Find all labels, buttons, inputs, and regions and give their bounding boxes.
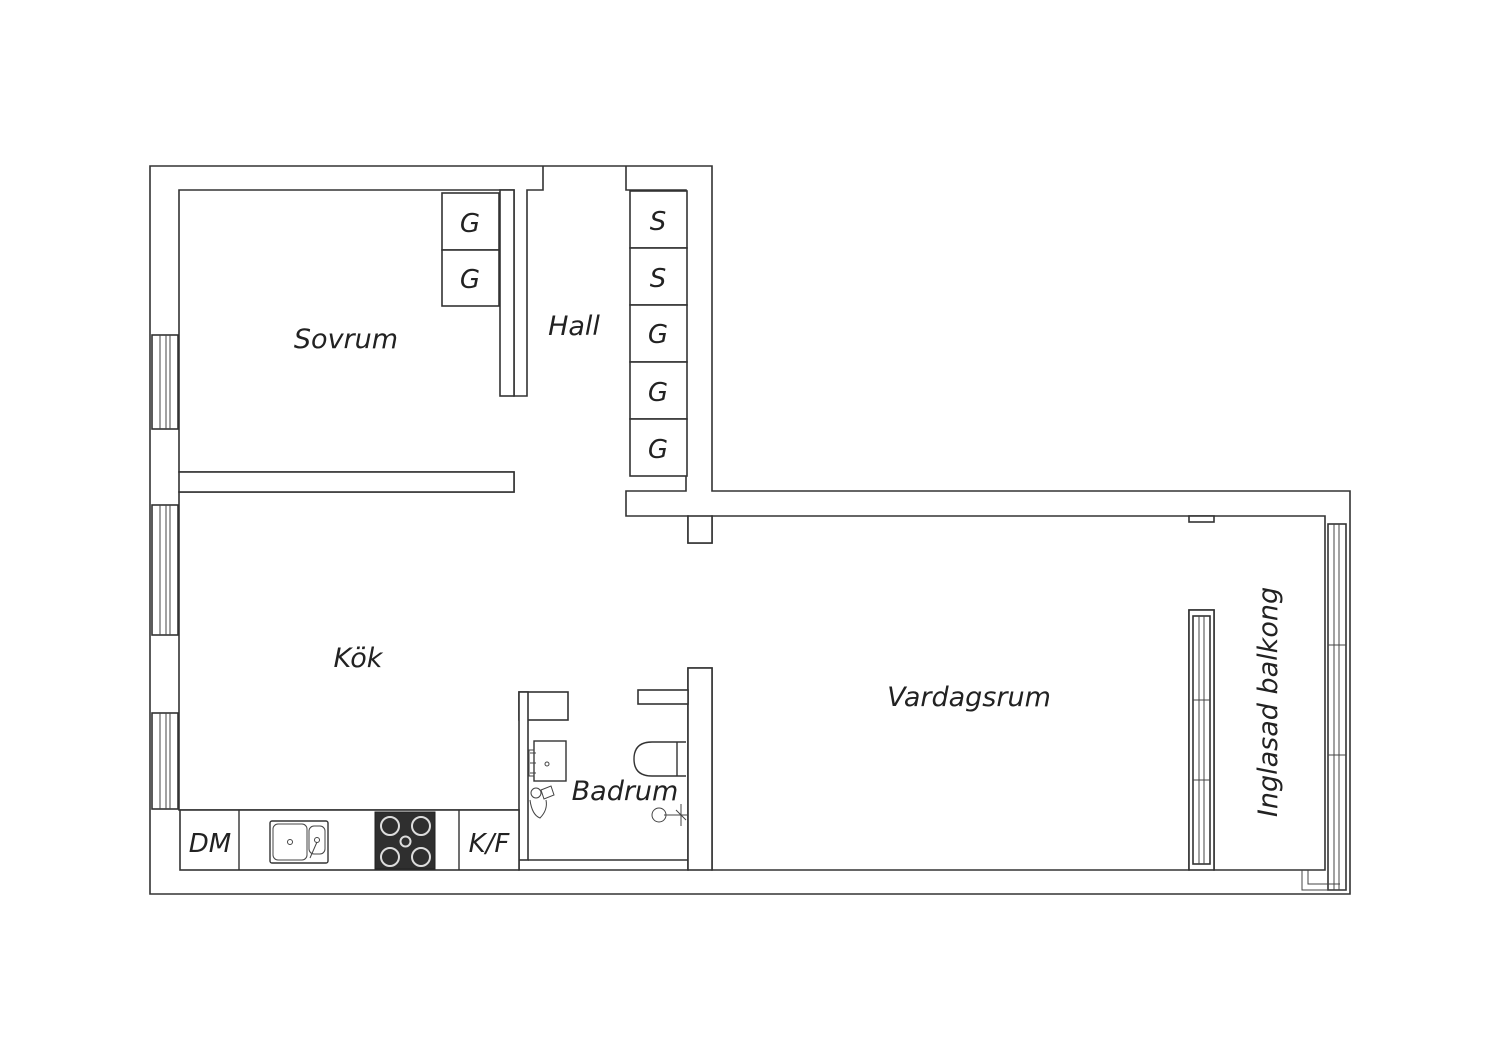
window-kok-upper [151,504,179,636]
closet-label: S [650,207,667,237]
window-sovrum [151,334,179,430]
closets-hall: S S G G G [629,190,688,477]
window-vardagsrum [1192,615,1211,865]
bathroom-fixtures [528,740,688,826]
room-label-balkong: Inglasad balkong [1253,587,1284,817]
stove-icon [374,811,436,870]
closet-label: G [460,265,480,295]
kitchen-counter: DM K/F [179,809,520,871]
closet-label: G [648,435,668,465]
washbasin-icon [528,740,567,782]
room-label-sovrum: Sovrum [294,324,398,355]
fridge-freezer-label: K/F [469,829,511,859]
window-kok-lower [151,712,179,810]
dishwasher-label: DM [189,829,231,859]
exterior-walls [149,165,1351,895]
laundry-fixture-icon [529,785,555,819]
toilet-icon [633,741,686,777]
closet-label: G [460,209,480,239]
sink-icon [269,820,329,864]
window-balkong [1301,523,1347,891]
shower-icon [651,804,688,826]
closet-label: G [648,378,668,408]
closet-label: S [650,264,667,294]
room-label-vardagsrum: Vardagsrum [887,682,1051,713]
windows [151,334,1347,891]
room-label-kok: Kök [334,643,384,674]
room-label-badrum: Badrum [572,776,679,807]
closet-label: G [648,320,668,350]
closets-sovrum: G G [441,192,500,307]
room-label-hall: Hall [548,311,600,342]
